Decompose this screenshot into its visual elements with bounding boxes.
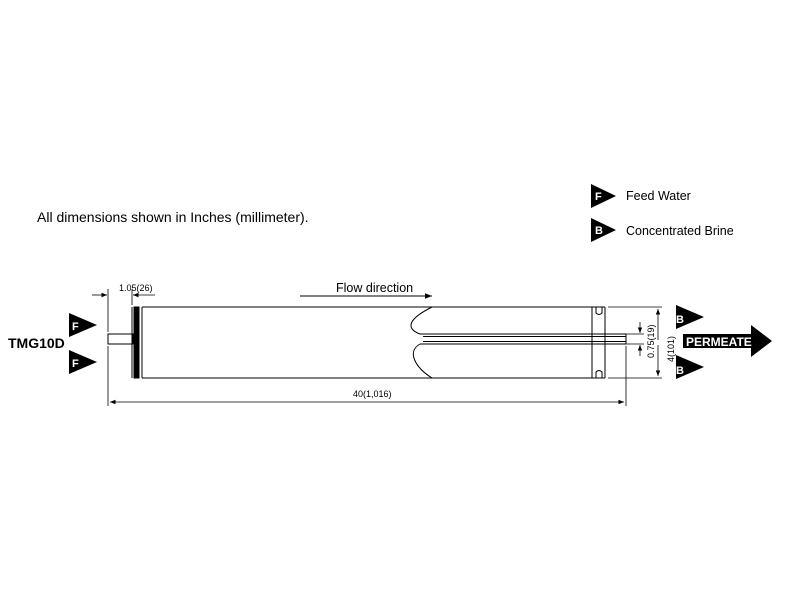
model-label: TMG10D bbox=[8, 335, 65, 351]
end-notch bbox=[595, 370, 603, 378]
dimension-permeate-tube bbox=[626, 322, 644, 356]
end-notch bbox=[595, 307, 603, 315]
dimension-end-cap-label: 1.05(26) bbox=[119, 283, 153, 293]
feed-arrow-label: F bbox=[72, 321, 79, 333]
legend-feed-label: Feed Water bbox=[626, 189, 691, 203]
feed-inlets: F F bbox=[69, 313, 97, 374]
dimension-end-cap bbox=[92, 289, 155, 332]
feed-arrow-icon bbox=[69, 350, 97, 374]
feed-arrow-icon bbox=[69, 313, 97, 337]
brine-arrow-icon bbox=[676, 305, 704, 329]
legend-brine-marker: B bbox=[595, 225, 603, 237]
feed-marker-icon bbox=[591, 184, 616, 208]
dimension-permeate-tube-label: 0.75(19) bbox=[646, 324, 656, 358]
dimension-length bbox=[107, 346, 627, 406]
legend-feed-marker: F bbox=[595, 191, 602, 203]
brine-marker-icon bbox=[591, 218, 616, 242]
dimension-diameter-label: 4(101) bbox=[666, 336, 676, 362]
permeate-arrow-icon bbox=[683, 325, 772, 357]
permeate-label: PERMEATE bbox=[686, 335, 752, 349]
brine-arrow-icon bbox=[676, 355, 704, 379]
brine-arrow-label: B bbox=[676, 314, 684, 326]
legend-brine-label: Concentrated Brine bbox=[626, 224, 734, 238]
end-cap-seal bbox=[133, 306, 140, 379]
cutaway-edge bbox=[412, 343, 433, 379]
dimension-length-label: 40(1,016) bbox=[353, 389, 392, 399]
permeate-outlet: PERMEATE bbox=[683, 325, 772, 357]
brine-outlets: B B bbox=[676, 305, 704, 379]
membrane-element bbox=[107, 306, 627, 379]
dimension-note: All dimensions shown in Inches (millimet… bbox=[37, 209, 309, 225]
legend: F Feed Water B Concentrated Brine bbox=[591, 184, 734, 242]
feed-arrow-label: F bbox=[72, 358, 79, 370]
inlet-stub-tube bbox=[107, 333, 134, 345]
brine-arrow-label: B bbox=[676, 365, 684, 377]
flow-direction-label: Flow direction bbox=[336, 281, 413, 295]
dimension-diameter bbox=[608, 306, 662, 379]
flow-direction: Flow direction bbox=[300, 281, 432, 299]
cutaway-edge bbox=[410, 306, 433, 335]
